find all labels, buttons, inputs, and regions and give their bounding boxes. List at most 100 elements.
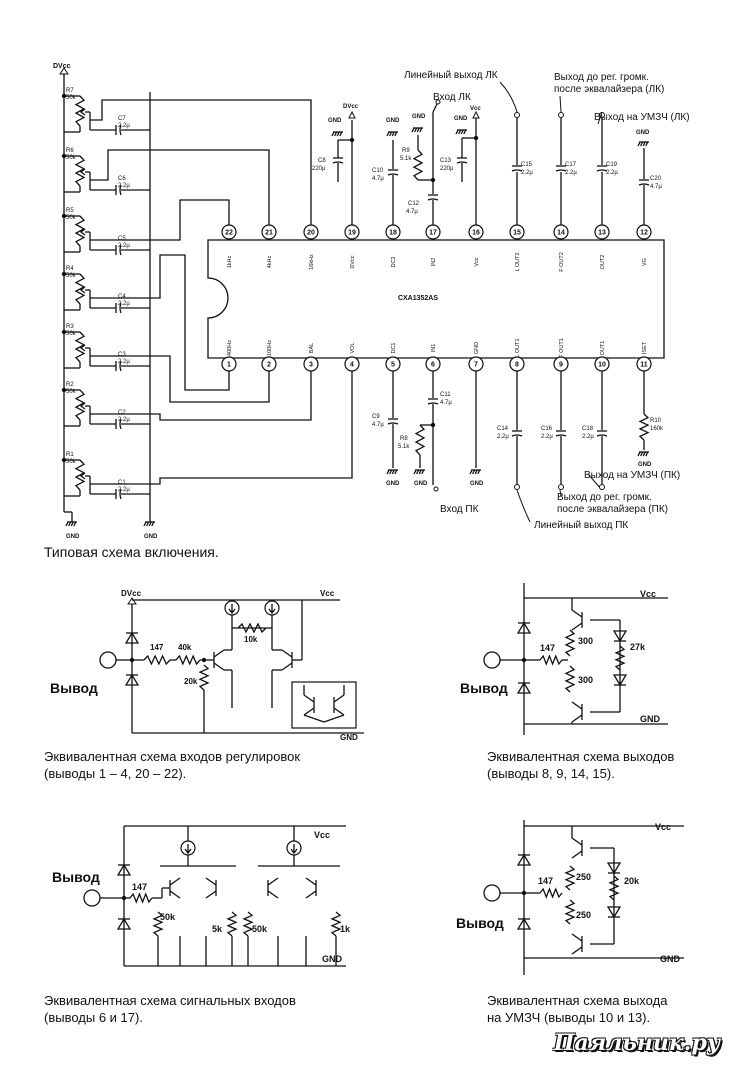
cap-plate-curved <box>596 169 608 172</box>
eq1-pin-label: Вывод <box>50 680 98 696</box>
res-value-R8: 5.1k <box>398 444 410 450</box>
eq4-r250-top <box>564 865 576 891</box>
eq2-vcc-label: Vcc <box>640 589 656 599</box>
wire <box>637 141 641 147</box>
cap-C4 <box>115 302 122 314</box>
wire <box>413 469 417 475</box>
transistor-collector <box>169 877 181 886</box>
resistor-R10 <box>638 413 650 441</box>
resistor-R8 <box>414 424 426 456</box>
eq1-r40k <box>175 654 201 666</box>
label-line-out-lk: Линейный выход ЛК <box>404 70 498 81</box>
ic-pin-13: 13 <box>594 224 610 240</box>
cap-plate-curved <box>387 422 399 425</box>
eq4-vcc-label: Vcc <box>655 822 671 832</box>
ic-body: CXA1352AS <box>207 239 665 359</box>
pot-ref: R6 <box>66 148 74 154</box>
eq2-diode-top <box>516 621 532 634</box>
resistor-zigzag <box>198 664 210 691</box>
cap-plate-curved <box>119 124 122 136</box>
eq4-caption-line1: Эквивалентная схема выхода <box>487 993 668 1008</box>
gnd-label-c8: GND <box>328 118 342 124</box>
pot-resistor <box>74 273 86 305</box>
transistor-collector <box>205 877 217 886</box>
cap-ref: C7 <box>118 116 126 122</box>
pot-value: 50k <box>66 215 77 221</box>
wire <box>394 131 398 137</box>
cap-value: 2.2µ <box>118 417 130 423</box>
resistor-zigzag <box>74 155 86 187</box>
wire <box>334 131 338 137</box>
pin-function-6: IN1 <box>431 344 437 353</box>
wire-r6-pin21 <box>90 149 270 210</box>
wire-r5-pin22 <box>90 199 230 241</box>
pin-function-19: DVcc <box>350 255 356 268</box>
eq3-r5k <box>226 911 238 937</box>
gnd-c20 <box>637 141 649 147</box>
eq4-r250-bot-label: 250 <box>576 910 591 920</box>
pot-value: 50k <box>66 155 77 161</box>
pot-value: 50k <box>66 459 77 465</box>
junction-dot <box>61 271 67 277</box>
ic-pin-4: 4 <box>344 356 360 372</box>
cap-C10 <box>387 169 399 176</box>
cap-value-C19: 2.2µ <box>606 170 618 176</box>
eq3-q3 <box>267 877 279 899</box>
cap-value-C11: 4.7µ <box>440 400 452 406</box>
cap-C12 <box>427 194 439 201</box>
pin-number: 22 <box>225 230 233 237</box>
cap-plate-curved <box>456 161 468 164</box>
eq1-dvcc-arrow <box>127 597 137 605</box>
eq1-r147-label: 147 <box>150 643 164 652</box>
dvcc-label-19: DVcc <box>343 104 359 110</box>
pin-number: 18 <box>389 230 397 237</box>
eq4-caption: Эквивалентная схема выхода на УМЗЧ (выво… <box>487 992 667 1026</box>
eq1-caption: Эквивалентная схема входов регулировок (… <box>44 748 300 782</box>
eq1-dvcc-label: DVcc <box>121 589 142 598</box>
resistor-zigzag <box>226 911 238 937</box>
ic-pin-16: 16 <box>468 224 484 240</box>
diode-triangle <box>606 906 622 919</box>
transistor-collector <box>303 694 315 703</box>
resistor-zigzag <box>564 865 576 891</box>
eq2-pin-terminal <box>483 651 501 669</box>
wire <box>70 521 74 527</box>
wire <box>416 469 420 475</box>
cap-value: 2.2µ <box>118 487 130 493</box>
cap-ref-C13: C13 <box>440 158 452 164</box>
resistor-zigzag <box>638 413 650 441</box>
resistor-zigzag <box>242 911 254 937</box>
resistor-zigzag <box>539 887 563 899</box>
pot-ref: R7 <box>66 88 74 94</box>
leader-line-out-lk <box>499 81 518 113</box>
wire <box>637 451 641 457</box>
wire <box>389 469 393 475</box>
pin-number: 21 <box>265 230 273 237</box>
eq3-r50k-a-label: 50k <box>160 912 176 922</box>
eq3-csrc-1 <box>180 840 196 856</box>
resistor-zigzag <box>152 911 164 937</box>
cap-plate-curved <box>332 161 344 164</box>
gnd-label-c20: GND <box>636 130 650 136</box>
wire <box>411 127 415 133</box>
eq2-q-top <box>571 609 583 631</box>
transistor-emitter <box>303 707 315 716</box>
leader-out-pre-lk <box>559 95 562 113</box>
label-out-pre-pk-2: после эквалайзера (ПК) <box>557 504 668 515</box>
pin-number: 14 <box>557 230 565 237</box>
transistor-emitter <box>205 890 217 899</box>
pot-value: 50k <box>66 331 77 337</box>
cap-plate-curved <box>511 434 523 437</box>
in-pk-terminal <box>433 486 439 492</box>
res-ref-R8: R8 <box>400 436 408 442</box>
eq2-r300-top <box>564 629 576 657</box>
transistor-emitter <box>305 890 317 899</box>
pin-function-2: 100Hz <box>267 340 273 356</box>
vcc-label-16: Vcc <box>470 106 481 112</box>
eq4-r250-top-label: 250 <box>576 872 591 882</box>
resistor-zigzag <box>564 665 576 693</box>
